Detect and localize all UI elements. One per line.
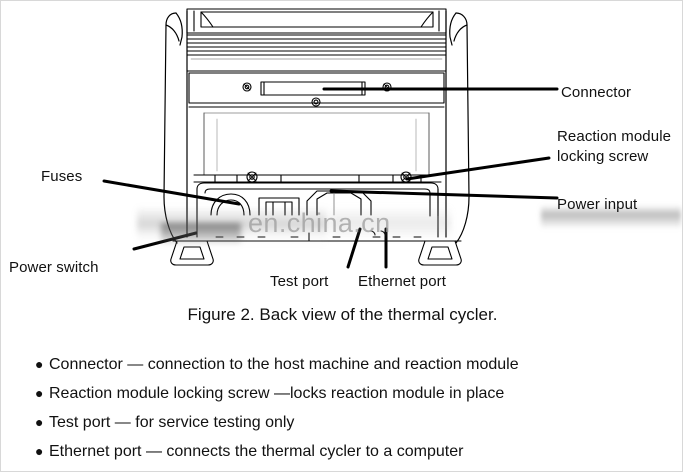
- reaction-module-rail: [193, 174, 442, 183]
- leader-line-power-input: [329, 189, 559, 200]
- callout-label-fuses: Fuses: [41, 168, 83, 185]
- bullet-marker-icon: ●: [35, 443, 44, 459]
- bullet-marker-icon: ●: [35, 356, 44, 372]
- callout-label-power-input: Power input: [557, 196, 638, 213]
- leader-line-test-port: [346, 227, 362, 269]
- callout-label-reaction-module-locking-screw: Reaction module locking screw: [557, 127, 682, 167]
- figure-caption: Figure 2. Back view of the thermal cycle…: [187, 305, 498, 324]
- device-vent-grooves: [186, 34, 447, 52]
- bullet-marker-icon: ●: [35, 385, 44, 401]
- description-bullet-list: ● Connector — connection to the host mac…: [35, 350, 655, 466]
- device-handle: [186, 8, 447, 34]
- callout-label-ethernet-port: Ethernet port: [358, 273, 447, 290]
- device-foot-right: [418, 240, 462, 266]
- device-upper-panel: [186, 54, 447, 72]
- list-item: ● Test port — for service testing only: [35, 408, 655, 437]
- callout-label-line-2: locking screw: [557, 148, 649, 165]
- callout-label-connector: Connector: [561, 84, 632, 101]
- watermark-text: en.china.cn: [248, 208, 391, 238]
- figure-drawing-area: en.china.cn Connector Reaction module lo…: [1, 1, 682, 293]
- leader-line-fuses: [102, 179, 241, 206]
- list-item-text: Reaction module locking screw —locks rea…: [49, 385, 505, 402]
- bullet-marker-icon: ●: [35, 414, 44, 430]
- power-switch-component: [210, 193, 251, 216]
- device-foot-left: [170, 240, 214, 266]
- callout-label-power-switch: Power switch: [9, 259, 99, 276]
- list-item-text: Ethernet port — connects the thermal cyc…: [49, 443, 464, 460]
- reaction-module-locking-screw-right: [400, 171, 412, 183]
- list-item-text: Connector — connection to the host machi…: [49, 356, 519, 373]
- reaction-module-locking-screw-left: [246, 171, 258, 183]
- leader-line-locking-screw: [405, 156, 551, 181]
- list-item: ● Ethernet port — connects the thermal c…: [35, 437, 655, 466]
- callout-label-line-1: Reaction module: [557, 128, 672, 145]
- device-lower-recess: [188, 106, 445, 176]
- fuse-holder-component: [258, 197, 300, 216]
- list-item-text: Test port — for service testing only: [49, 414, 295, 431]
- callout-label-test-port: Test port: [270, 273, 329, 290]
- list-item: ● Reaction module locking screw —locks r…: [35, 379, 655, 408]
- list-item: ● Connector — connection to the host mac…: [35, 350, 655, 379]
